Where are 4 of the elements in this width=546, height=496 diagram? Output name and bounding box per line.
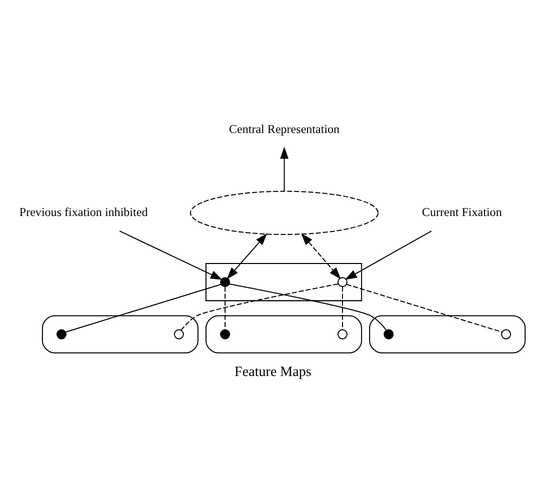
node-text: Current Fixation [422,204,502,219]
node-text: Central Representation [228,122,340,136]
caption: Feature Maps [234,364,312,380]
node-text: Previous fixation inhibited [19,204,148,219]
